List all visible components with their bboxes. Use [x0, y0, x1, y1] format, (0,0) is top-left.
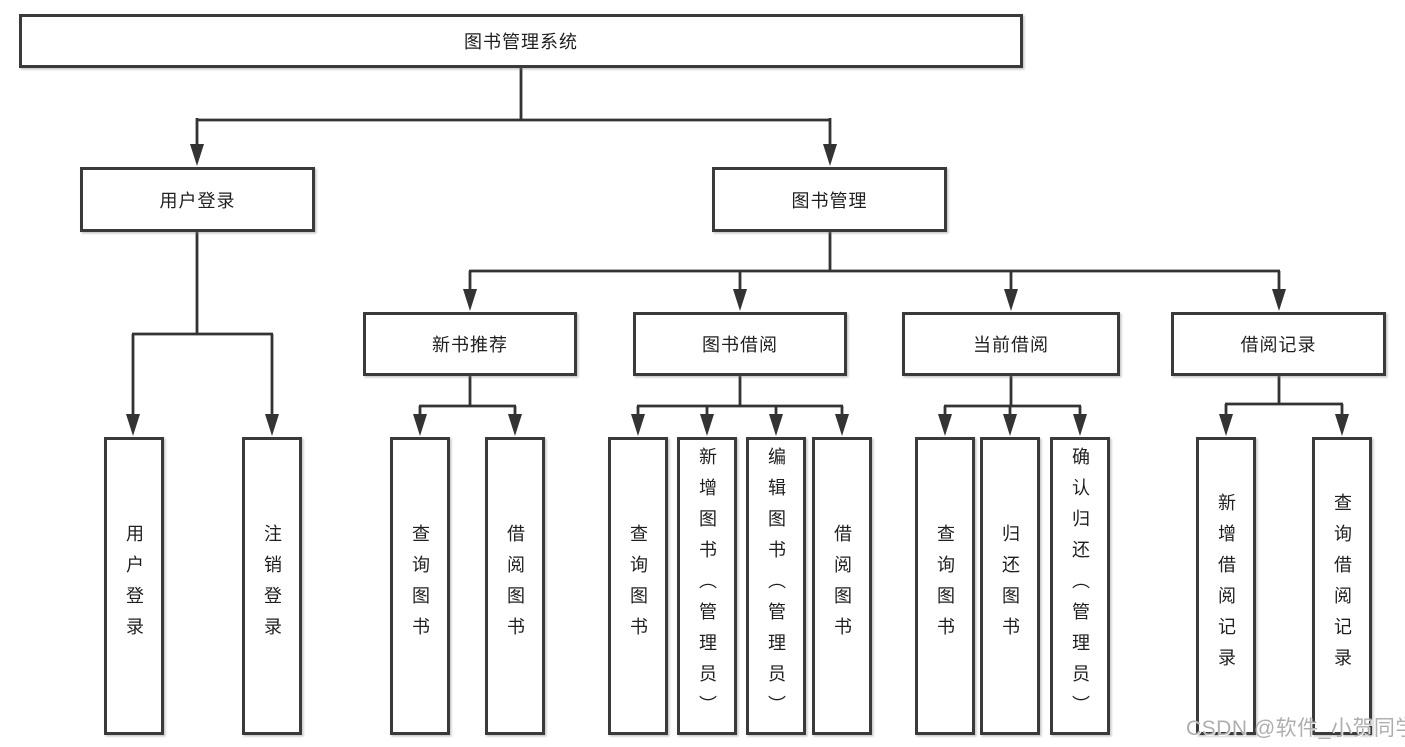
- node-current-borrowing: 当前借阅: [902, 312, 1120, 376]
- leaf-user-login: 用户登录: [104, 437, 164, 735]
- leaf-query-borrow-record-label: 查询借阅记录: [1332, 493, 1352, 679]
- leaf-query-books-borrowing-label: 查询图书: [628, 524, 648, 648]
- leaf-add-borrow-record: 新增借阅记录: [1196, 437, 1256, 735]
- leaf-edit-books-admin-label: 编辑图书（管理员）: [766, 446, 786, 726]
- node-current-borrowing-label: 当前借阅: [973, 335, 1049, 355]
- leaf-add-borrow-record-label: 新增借阅记录: [1216, 493, 1236, 679]
- leaf-query-books-current-label: 查询图书: [935, 524, 955, 648]
- watermark-text: CSDN @软件_小贺同学: [1186, 717, 1405, 740]
- node-book-management-label: 图书管理: [791, 190, 868, 211]
- node-new-book-recommendation: 新书推荐: [363, 312, 577, 376]
- node-book-borrowing-label: 图书借阅: [702, 335, 778, 355]
- node-user-login-label: 用户登录: [159, 190, 236, 211]
- leaf-add-books-admin: 新增图书（管理员）: [677, 437, 737, 735]
- leaf-borrow-books-recommend-label: 借阅图书: [505, 524, 525, 648]
- node-borrowing-records: 借阅记录: [1171, 312, 1386, 376]
- leaf-query-books-recommend: 查询图书: [390, 437, 450, 735]
- node-root: 图书管理系统: [19, 14, 1023, 68]
- leaf-borrow-books-recommend: 借阅图书: [485, 437, 545, 735]
- leaf-query-books-borrowing: 查询图书: [608, 437, 668, 735]
- leaf-logout: 注销登录: [242, 437, 302, 735]
- arrowheads: [126, 144, 1349, 436]
- node-book-borrowing: 图书借阅: [633, 312, 847, 376]
- node-book-management: 图书管理: [712, 167, 947, 232]
- leaf-edit-books-admin: 编辑图书（管理员）: [746, 437, 806, 735]
- leaf-return-books-label: 归还图书: [1000, 524, 1020, 648]
- leaf-query-books-recommend-label: 查询图书: [410, 524, 430, 648]
- leaf-logout-label: 注销登录: [262, 524, 282, 648]
- node-new-book-recommendation-label: 新书推荐: [432, 335, 508, 355]
- leaf-borrow-books-borrowing-label: 借阅图书: [832, 524, 852, 648]
- node-borrowing-records-label: 借阅记录: [1240, 335, 1317, 355]
- node-root-label: 图书管理系统: [464, 32, 578, 52]
- leaf-confirm-return-admin: 确认归还（管理员）: [1050, 437, 1110, 735]
- leaf-borrow-books-borrowing: 借阅图书: [812, 437, 872, 735]
- leaf-user-login-label: 用户登录: [124, 524, 144, 648]
- leaf-query-books-current: 查询图书: [915, 437, 975, 735]
- leaf-return-books: 归还图书: [980, 437, 1040, 735]
- leaf-confirm-return-admin-label: 确认归还（管理员）: [1070, 446, 1090, 726]
- leaf-add-books-admin-label: 新增图书（管理员）: [697, 446, 717, 726]
- node-user-login: 用户登录: [80, 167, 315, 232]
- leaf-query-borrow-record: 查询借阅记录: [1312, 437, 1372, 735]
